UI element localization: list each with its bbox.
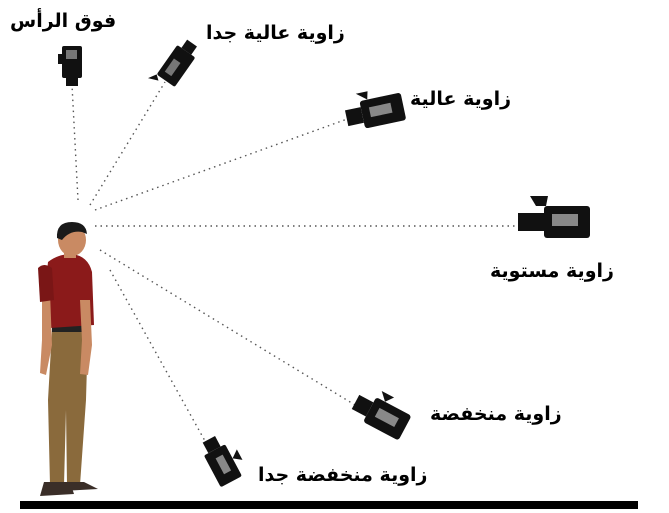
sight-line-very-high xyxy=(89,81,166,206)
camera-overhead-icon xyxy=(58,46,82,86)
label-high-angle: زاوية عالية xyxy=(410,88,512,110)
sight-line-very-low xyxy=(109,269,211,451)
camera-eye-level-icon xyxy=(518,196,590,238)
person-figure xyxy=(38,222,98,496)
camera-low-icon xyxy=(351,390,411,440)
sight-line-low xyxy=(99,249,356,406)
label-eye-level-angle: زاوية مستوية xyxy=(490,260,614,282)
label-low-angle: زاوية منخفضة xyxy=(430,403,562,425)
camera-very-low-icon xyxy=(202,435,243,487)
sight-line-high xyxy=(94,117,351,211)
label-very-high-angle: زاوية عالية جدا xyxy=(206,22,345,44)
label-very-low-angle: زاوية منخفضة جدا xyxy=(258,464,428,486)
sight-lines xyxy=(71,81,515,451)
camera-very-high-icon xyxy=(147,39,197,87)
label-overhead: فوق الرأس xyxy=(10,10,117,32)
ground-line xyxy=(20,501,638,509)
sight-line-overhead xyxy=(71,84,79,201)
camera-high-icon xyxy=(344,91,406,129)
